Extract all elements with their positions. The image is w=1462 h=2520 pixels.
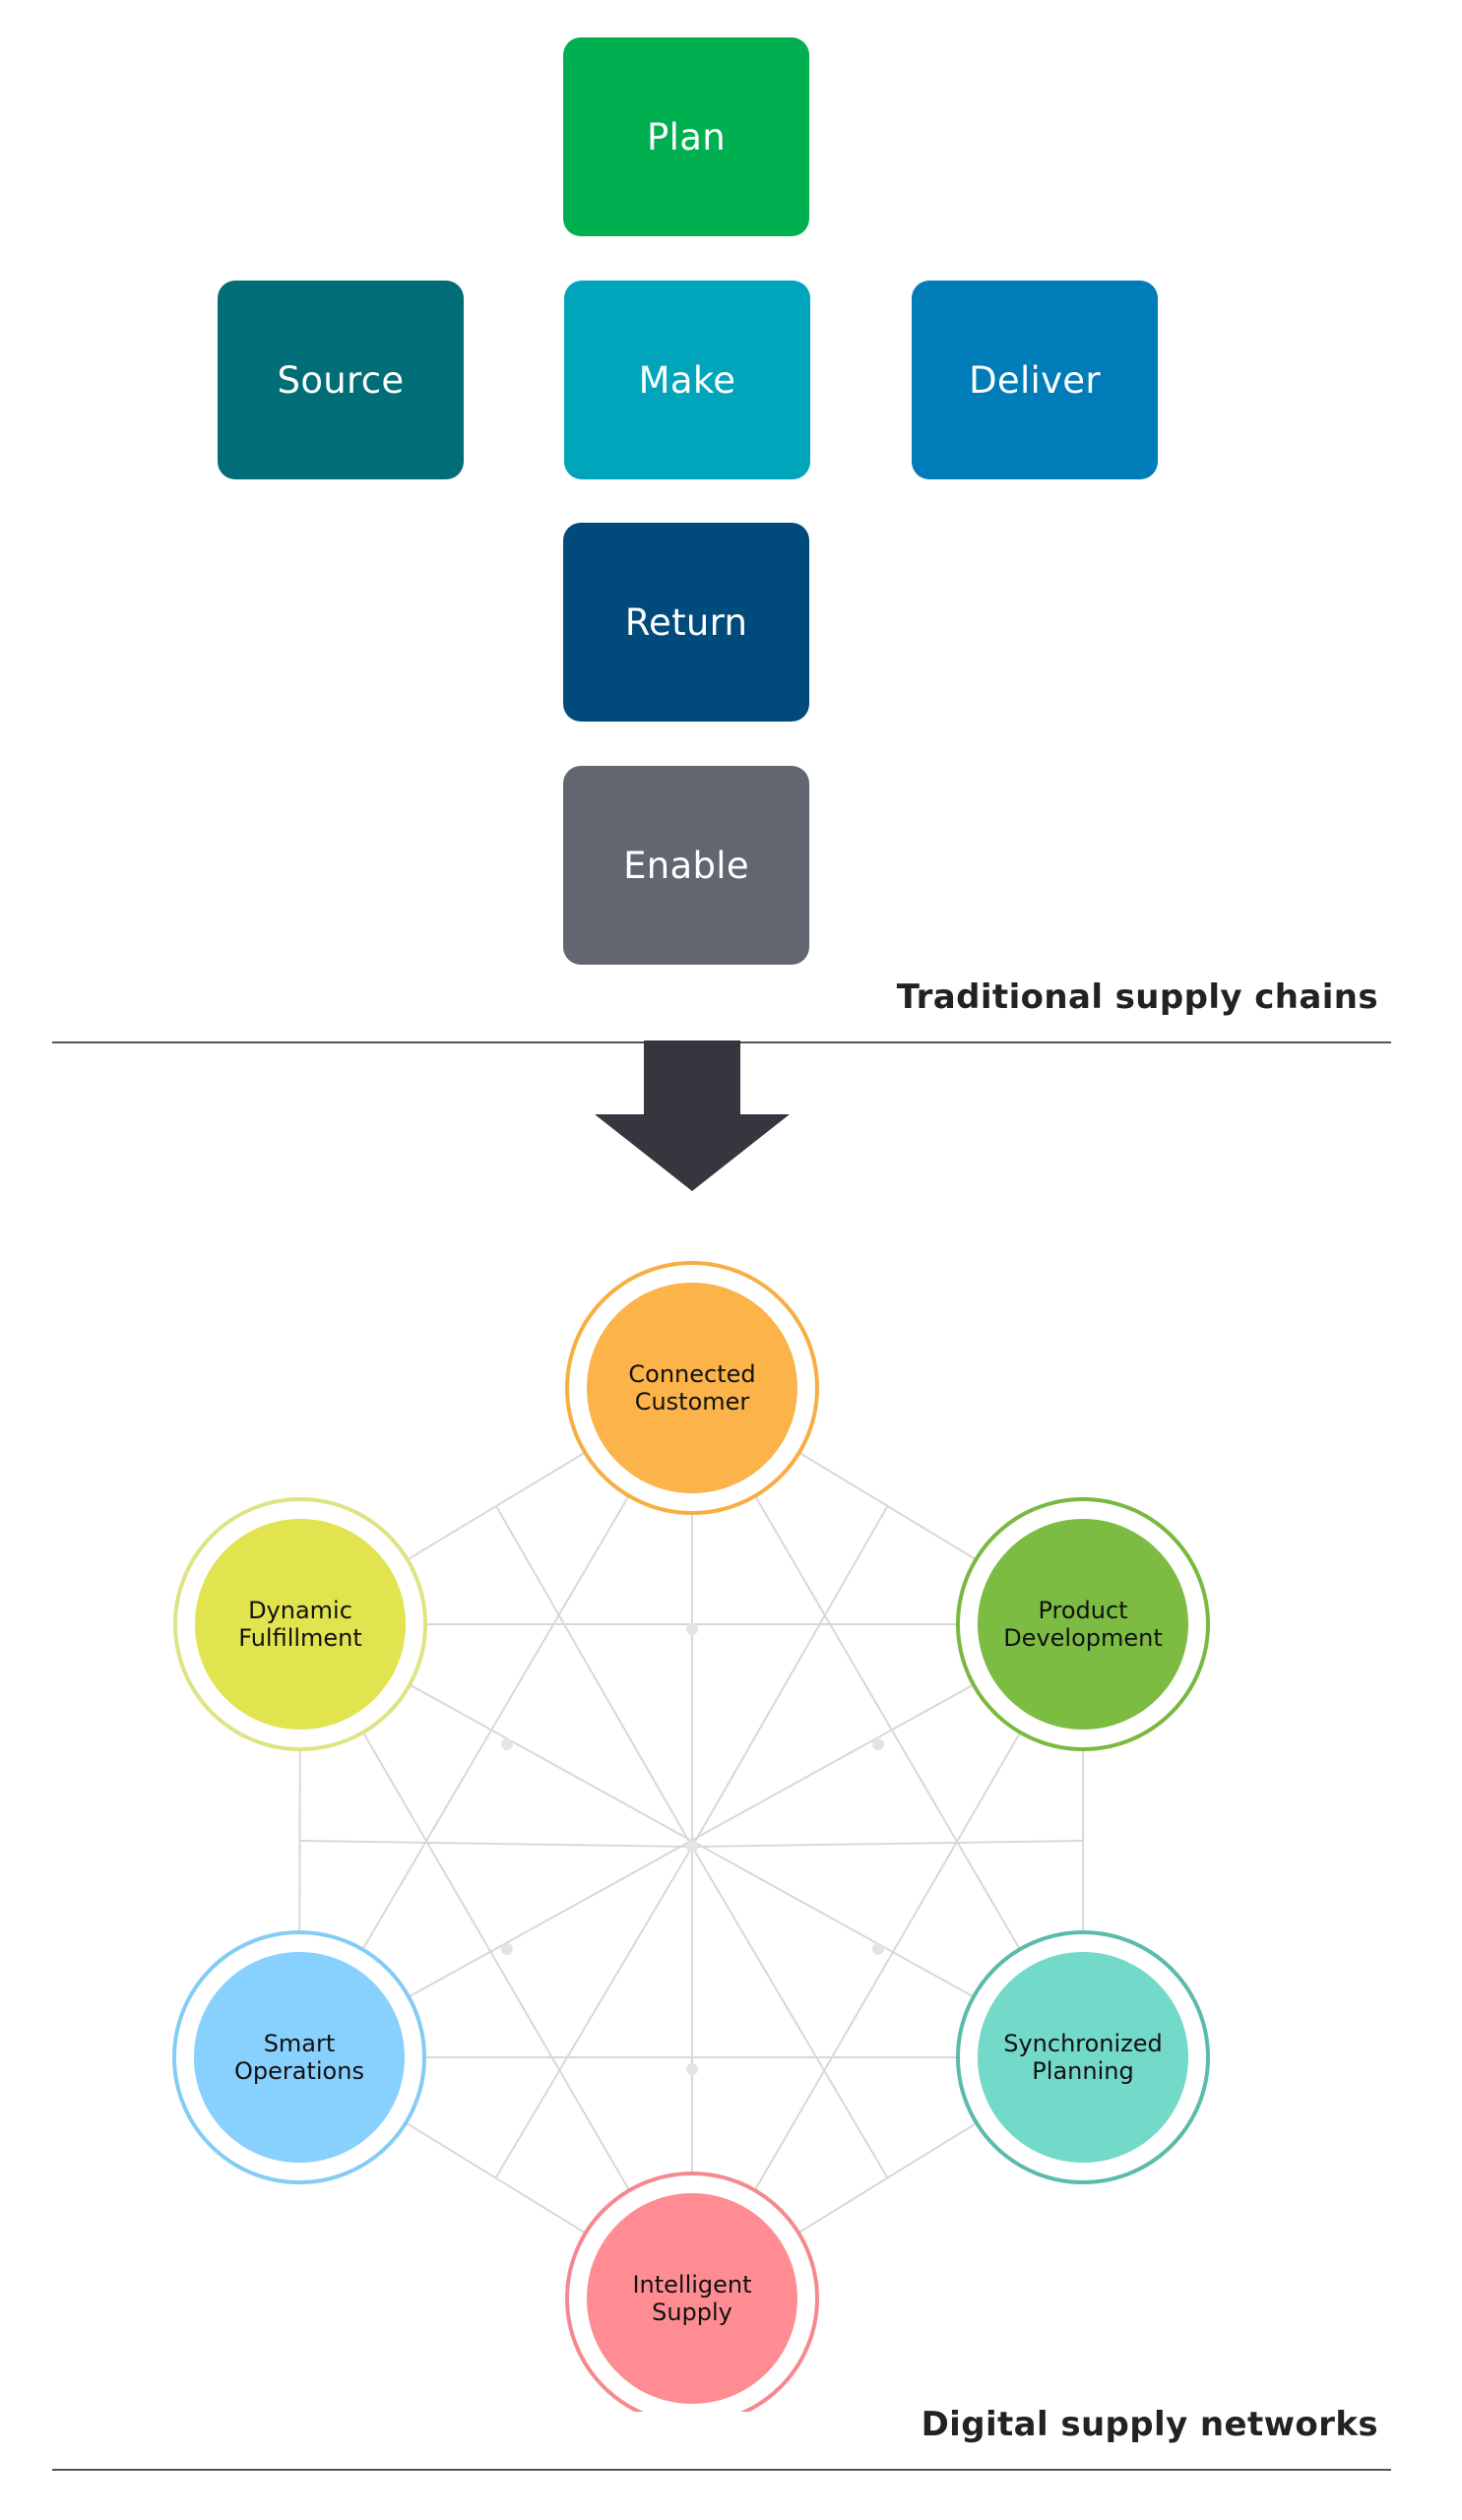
deliver-box: Deliver xyxy=(912,281,1158,479)
mesh-junction-dot xyxy=(872,1943,884,1955)
mesh-star-line xyxy=(691,1387,1084,2058)
node-circle xyxy=(587,2193,797,2404)
return-box: Return xyxy=(563,523,809,722)
mesh-spoke xyxy=(299,1840,693,1848)
node-label-line2: Customer xyxy=(635,1388,750,1416)
source-box: Source xyxy=(218,281,464,479)
mesh-diagonal xyxy=(299,1623,1084,2058)
mesh-junction-dot xyxy=(686,1841,698,1853)
node-label-line2: Fulfillment xyxy=(238,1624,362,1652)
mesh-spoke xyxy=(494,1846,693,2179)
mesh-spoke xyxy=(691,1505,889,1848)
mesh-star-line xyxy=(299,1623,693,2300)
mesh-junction-dot xyxy=(501,1738,513,1750)
mesh-junction-dot xyxy=(686,1623,698,1635)
deliver-label: Deliver xyxy=(969,358,1101,402)
node-label-line1: Dynamic xyxy=(248,1597,352,1624)
mesh-junction-dot xyxy=(872,1738,884,1750)
enable-label: Enable xyxy=(623,844,749,887)
traditional-section-title: Traditional supply chains xyxy=(896,977,1378,1017)
node-label-line1: Connected xyxy=(628,1360,755,1388)
node-circle xyxy=(978,1519,1188,1730)
mesh-spoke xyxy=(691,1840,1084,1848)
mesh-junction-dot xyxy=(501,1943,513,1955)
source-label: Source xyxy=(277,358,405,402)
network-mesh xyxy=(298,1387,1084,2300)
digital-divider xyxy=(52,2469,1391,2471)
node-label-line2: Operations xyxy=(234,2057,364,2085)
return-label: Return xyxy=(624,600,748,644)
node-circle xyxy=(195,1519,406,1730)
mesh-junction-dot xyxy=(686,2063,698,2075)
make-label: Make xyxy=(638,358,736,402)
node-label-line2: Planning xyxy=(1032,2057,1133,2085)
mesh-spoke xyxy=(691,1846,889,2179)
enable-box: Enable xyxy=(563,766,809,965)
mesh-star-line xyxy=(298,1387,693,2058)
node-circle xyxy=(587,1283,797,1493)
node-label-line1: Synchronized xyxy=(1003,2030,1163,2057)
mesh-star-line xyxy=(691,1623,1084,2300)
node-label-line1: Product xyxy=(1038,1597,1127,1624)
mesh-spoke xyxy=(495,1505,693,1848)
plan-box: Plan xyxy=(563,37,809,236)
node-circle xyxy=(194,1952,405,2163)
arrow-shape xyxy=(595,1040,790,1191)
node-label-line2: Supply xyxy=(652,2299,732,2326)
node-label-line1: Intelligent xyxy=(632,2271,751,2299)
plan-label: Plan xyxy=(647,115,726,158)
node-circle xyxy=(978,1952,1188,2163)
make-box: Make xyxy=(564,281,810,479)
node-label-line1: Smart xyxy=(264,2030,336,2057)
digital-section-title: Digital supply networks xyxy=(921,2405,1378,2444)
down-arrow-icon xyxy=(595,1040,790,1191)
node-label-line2: Development xyxy=(1003,1624,1163,1652)
